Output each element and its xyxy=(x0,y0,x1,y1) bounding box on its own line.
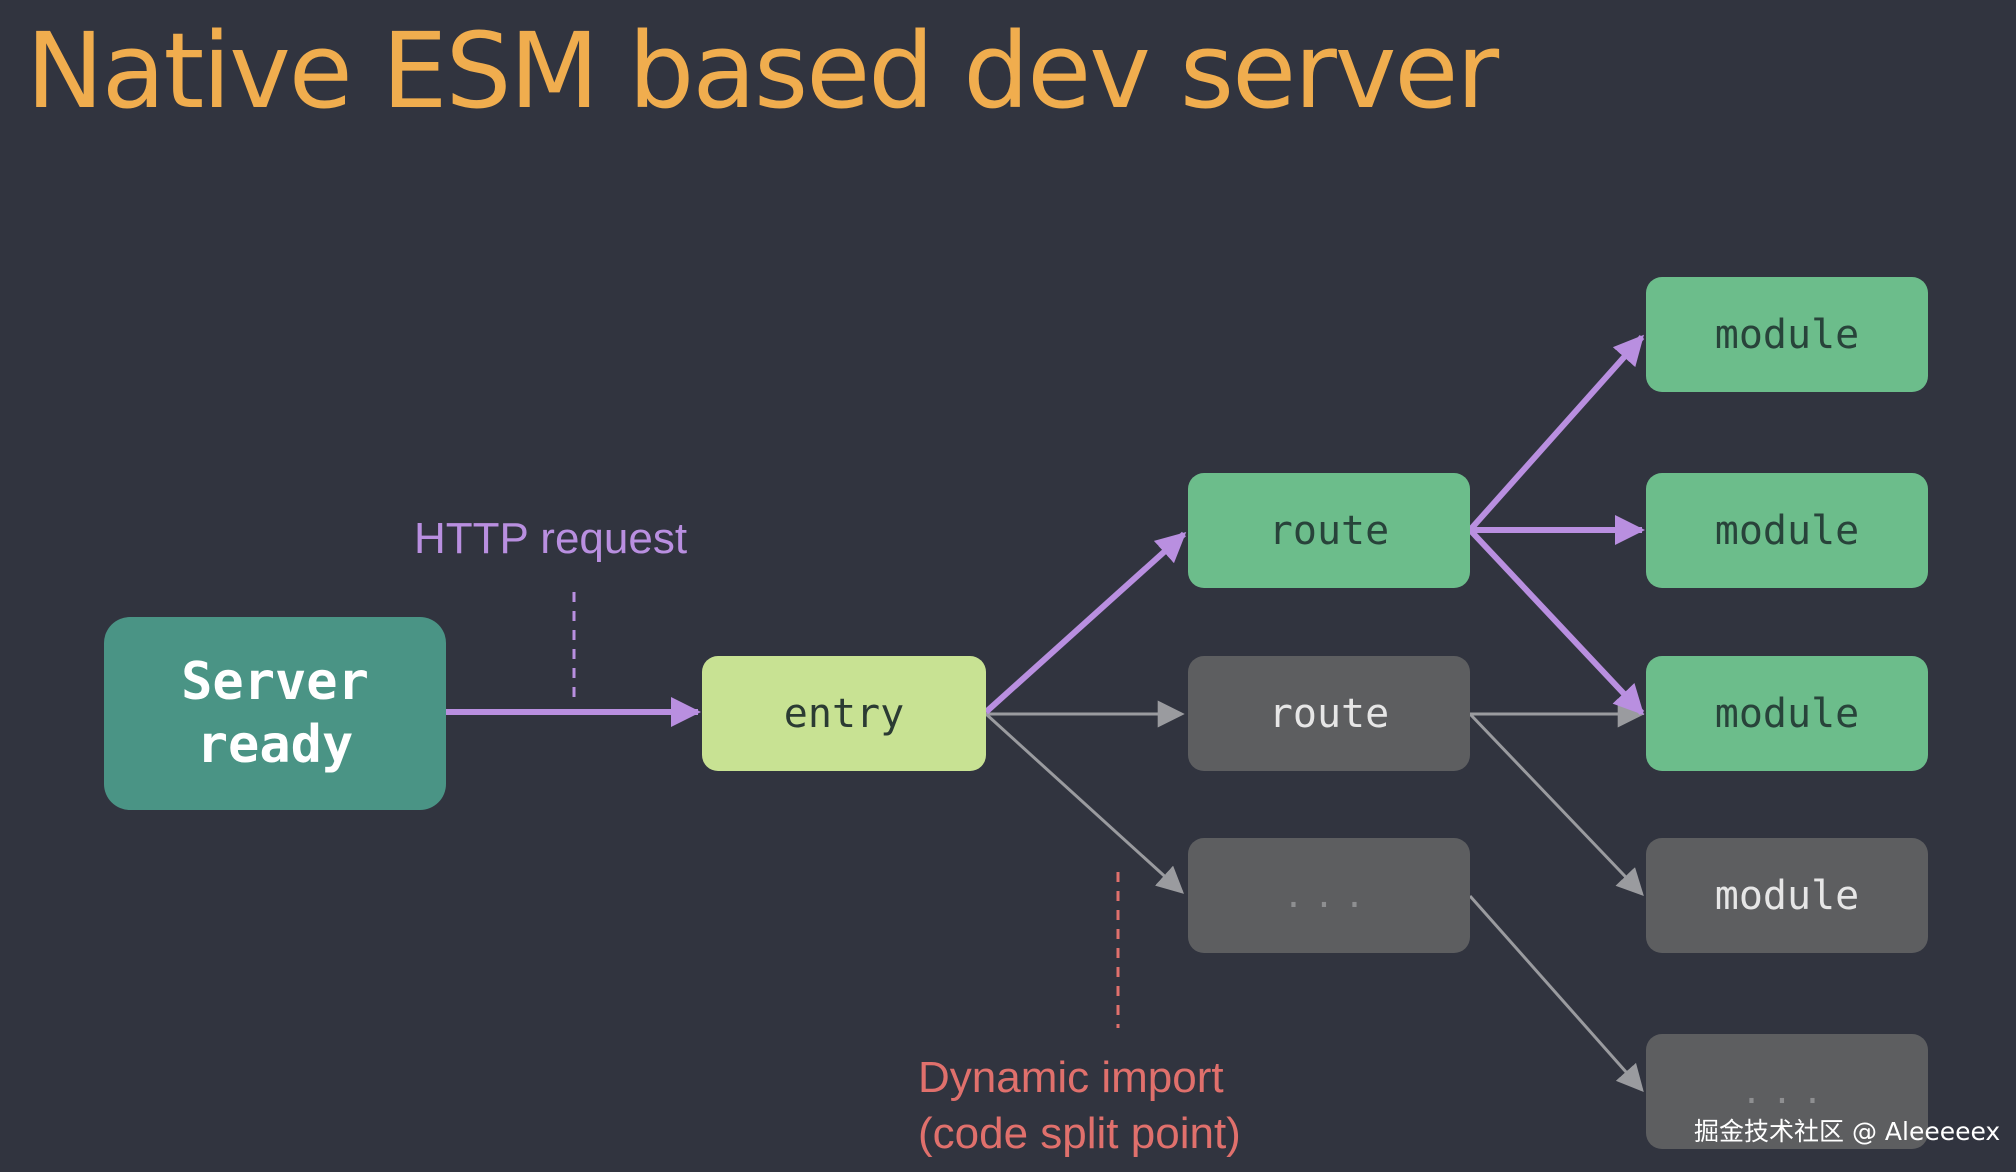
page-title: Native ESM based dev server xyxy=(26,10,1499,132)
edge-route-unloaded-module-4 xyxy=(1468,712,1644,896)
edge-route-loaded-module-1 xyxy=(1467,334,1645,532)
module-node-2: module xyxy=(1646,473,1928,588)
route-label: route xyxy=(1268,507,1390,554)
route-label: route xyxy=(1268,690,1390,737)
dynamic-import-line-1: Dynamic import xyxy=(918,1053,1224,1102)
watermark: 掘金技术社区 @ Aleeeeex xyxy=(1694,1117,2001,1146)
module-node-1: module xyxy=(1646,277,1928,392)
module-node-4: module xyxy=(1646,838,1928,953)
server-ready-node: Server ready xyxy=(104,617,446,810)
module-label: module xyxy=(1714,872,1860,919)
ellipsis-label: ... xyxy=(1741,1071,1833,1112)
route-node-loaded: route xyxy=(1188,473,1470,588)
edge-entry-route-more xyxy=(984,712,1184,894)
server-ready-label: Server ready xyxy=(181,652,369,775)
entry-label: entry xyxy=(783,690,905,737)
edge-route-more-module-more xyxy=(1468,895,1644,1093)
dynamic-import-line-2: (code split point) xyxy=(918,1109,1241,1158)
module-node-3: module xyxy=(1646,656,1928,771)
module-node-more: ... xyxy=(1646,1034,1928,1149)
edge-route-loaded-module-3 xyxy=(1467,527,1645,716)
module-label: module xyxy=(1714,690,1860,737)
route-node-more: ... xyxy=(1188,838,1470,953)
module-label: module xyxy=(1714,507,1860,554)
ellipsis-label: ... xyxy=(1283,875,1375,916)
entry-node: entry xyxy=(702,656,986,771)
module-label: module xyxy=(1714,311,1860,358)
route-node-unloaded: route xyxy=(1188,656,1470,771)
edge-entry-route-loaded xyxy=(983,531,1187,715)
dynamic-import-label: Dynamic import (code split point) xyxy=(918,1050,1241,1162)
http-request-label: HTTP request xyxy=(414,514,688,563)
